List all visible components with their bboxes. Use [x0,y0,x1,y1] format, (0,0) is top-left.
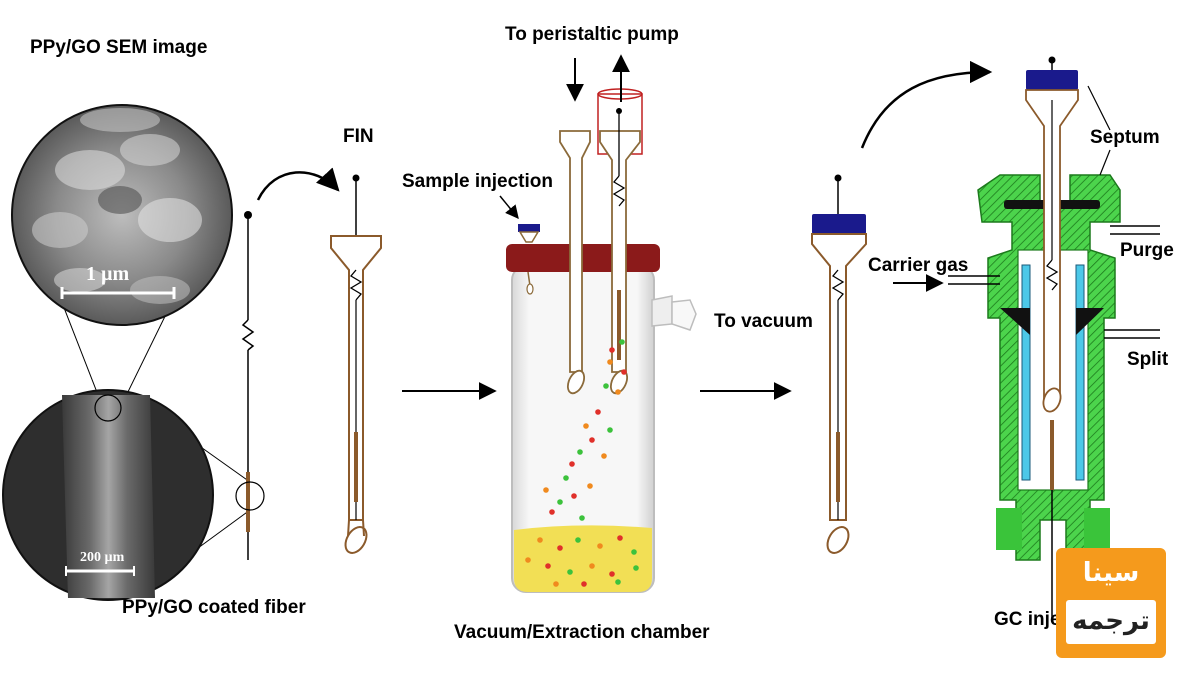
analyte-dot [615,579,621,585]
sample-injection-label: Sample injection [402,171,553,192]
extraction-chamber [506,88,697,593]
analyte-dot [543,487,549,493]
arrow-to-injector [860,60,993,149]
analyte-dot [563,475,569,481]
analyte-dot [553,581,559,587]
liner-right [1075,264,1085,481]
analyte-dot [615,389,621,395]
analyte-dot [579,515,585,521]
analyte-dot [619,339,625,345]
analyte-dot [575,537,581,543]
analyte-dot [603,383,609,389]
analyte-dot [549,509,555,515]
septum-label: Septum [1090,127,1160,148]
scale-label-top: 1 µm [86,263,130,285]
analyte-dot [607,427,613,433]
analyte-dot [569,461,575,467]
analyte-dot [601,453,607,459]
gc-injector [948,56,1160,620]
analyte-dot [609,347,615,353]
zoom-circle-small [94,394,122,422]
analyte-dot [595,409,601,415]
chamber-lid [506,244,660,272]
liner-left [1021,264,1031,481]
arrow-to-fin [256,167,340,201]
coated-fiber-label: PPy/GO coated fiber [122,597,306,618]
analyte-dot [607,359,613,365]
sem-fiber-body [62,395,155,598]
sample-liquid [514,525,652,592]
analyte-dot [577,449,583,455]
septum-pointer-2 [1099,149,1111,176]
fin-label: FIN [343,126,374,147]
fin-capped-device [811,174,867,554]
watermark-inner: ترجمه [1066,600,1156,644]
analyte-dot [545,563,551,569]
analyte-dot [597,543,603,549]
chamber-label: Vacuum/Extraction chamber [454,622,710,643]
sem-image-group [2,104,251,601]
analyte-dot [589,563,595,569]
analyte-dot [571,493,577,499]
septum-pointer-1 [1087,85,1111,131]
analyte-dot [631,549,637,555]
analyte-dot [557,499,563,505]
analyte-dot [537,537,543,543]
coated-fiber-device [235,211,265,560]
needle-cap [1026,70,1078,90]
watermark-line-2: ترجمه [1072,606,1150,636]
arrow-sample-injection [499,195,519,220]
analyte-dot [583,423,589,429]
scale-label-bottom: 200 µm [80,550,125,565]
analyte-dot [581,581,587,587]
coating-segment [246,472,250,532]
analyte-dot [609,571,615,577]
fin-device [330,174,382,554]
analyte-dot [621,369,627,375]
zoom-circle-fiber [235,481,265,511]
gc-injector-label: GC inje [994,609,1061,630]
purge-label: Purge [1120,240,1174,261]
sem-title-label: PPy/GO SEM image [30,37,208,58]
watermark-line-1: سینا [1082,558,1140,588]
peristaltic-pump-label: To peristaltic pump [505,24,679,45]
sem-texture [32,108,202,304]
carrier-gas-label: Carrier gas [868,255,969,276]
analyte-dot [617,535,623,541]
analyte-dot [567,569,573,575]
watermark-logo: سینا ترجمه [1056,548,1166,658]
analyte-dot [589,437,595,443]
analyte-dot [525,557,531,563]
to-vacuum-label: To vacuum [714,311,813,332]
analyte-dot [587,483,593,489]
analyte-dot [633,565,639,571]
vacuum-port [651,295,673,327]
analyte-dot [557,545,563,551]
split-label: Split [1127,349,1169,370]
